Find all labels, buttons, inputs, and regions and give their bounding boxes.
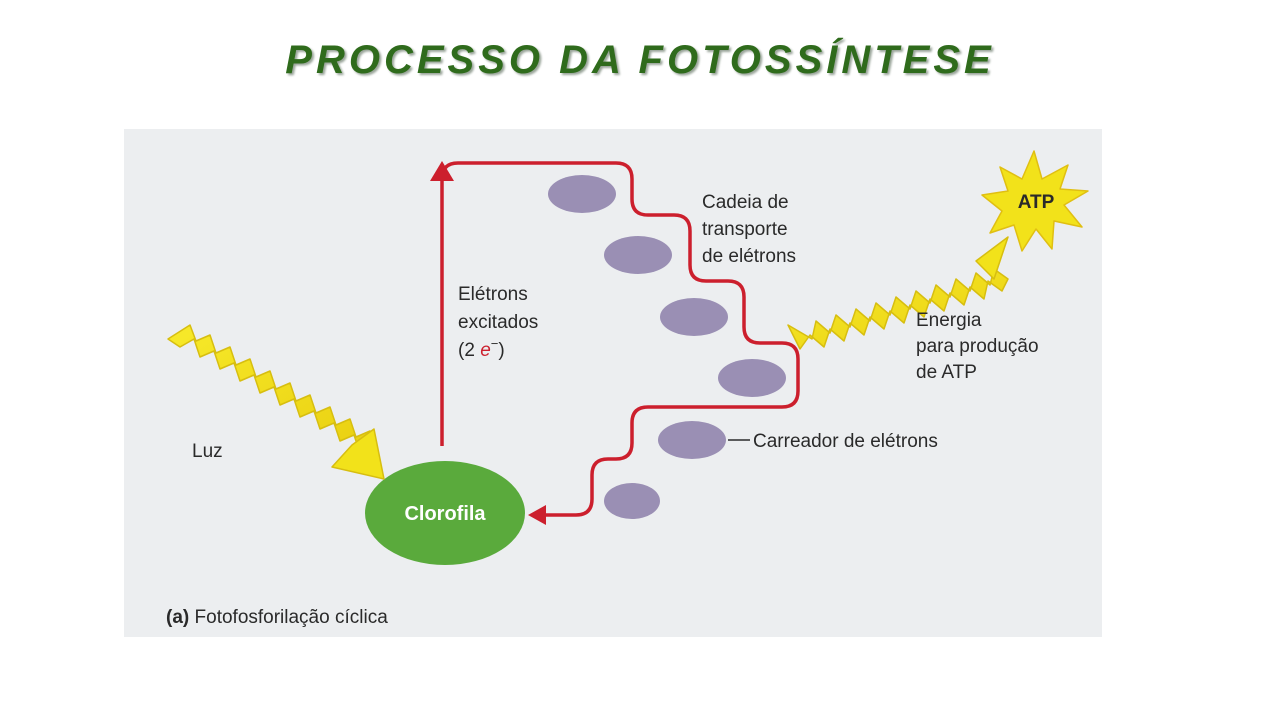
energy-bolt-icon: [787, 236, 1009, 350]
photosynthesis-diagram: Clorofila ATP Luz Elétrons excitados (2 …: [124, 129, 1102, 637]
chlorophyll-label: Clorofila: [404, 503, 486, 525]
light-bolt-icon: [167, 324, 385, 480]
chlorophyll: [365, 461, 525, 565]
caption: (a) Fotofosforilação cíclica: [166, 607, 388, 628]
electron-transport-path: [440, 161, 800, 517]
excited-electrons-line3: (2 e−): [458, 336, 505, 361]
slide-title: PROCESSO DA FOTOSSÍNTESE: [285, 38, 995, 82]
carrier-label: Carreador de elétrons: [753, 431, 938, 452]
atp-burst-icon: [981, 150, 1089, 252]
excited-electrons-line2: excitados: [458, 312, 538, 333]
energy-line2: para produção: [916, 336, 1039, 357]
electron-carrier: [548, 175, 616, 213]
light-label: Luz: [192, 441, 223, 462]
electron-symbol: e: [480, 340, 491, 361]
caption-tag: (a): [166, 607, 189, 628]
energy-line1: Energia: [916, 310, 982, 331]
caption-text: Fotofosforilação cíclica: [195, 607, 389, 628]
arrow-left-icon: [528, 505, 546, 525]
arrow-up-icon: [430, 161, 454, 181]
transport-chain-line1: Cadeia de: [702, 192, 789, 213]
energy-line3: de ATP: [916, 362, 977, 383]
electron-carrier: [604, 483, 660, 519]
electron-carrier: [658, 421, 726, 459]
excited-electrons-line1: Elétrons: [458, 284, 528, 305]
transport-chain-line3: de elétrons: [702, 246, 796, 267]
electron-carrier: [660, 298, 728, 336]
atp-label: ATP: [1018, 192, 1055, 213]
electron-carrier: [718, 359, 786, 397]
transport-chain-line2: transporte: [702, 219, 788, 240]
electron-carrier: [604, 236, 672, 274]
